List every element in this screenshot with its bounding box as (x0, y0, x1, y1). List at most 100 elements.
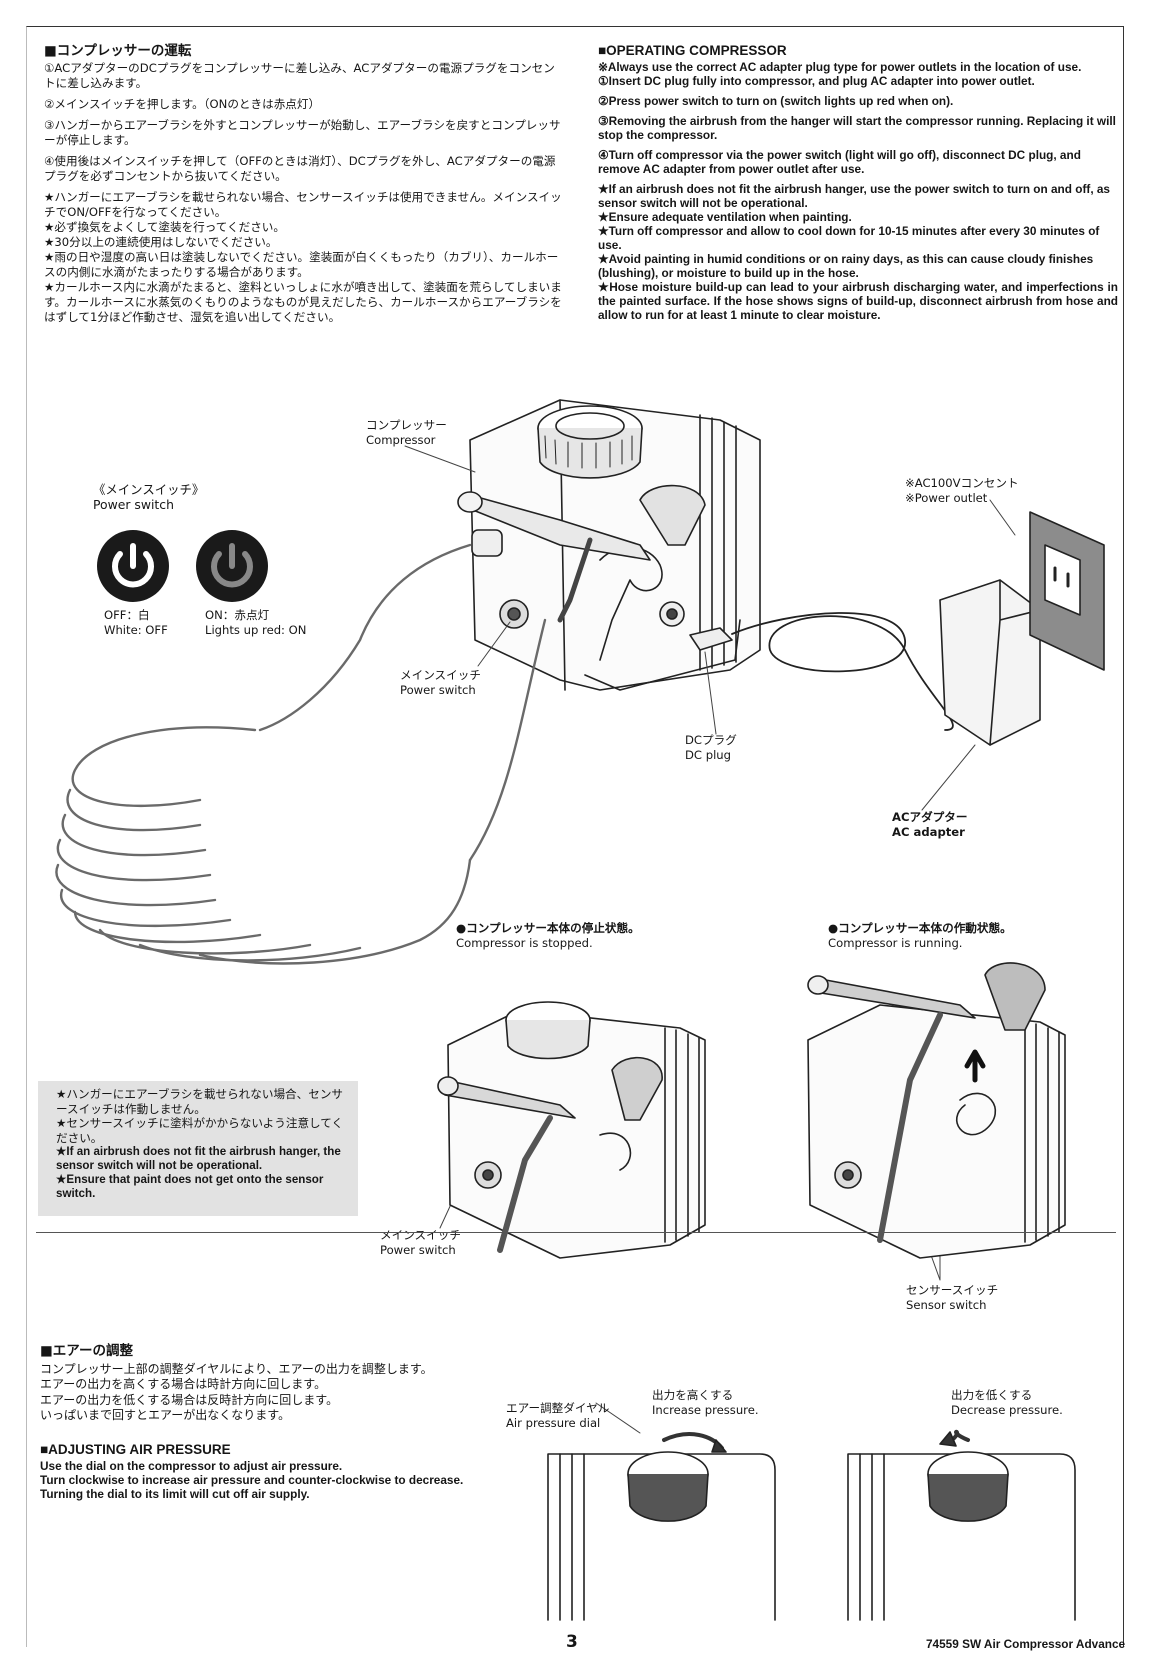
dial-increase-illustration (547, 1432, 776, 1621)
coiled-hose (55, 543, 547, 965)
air-jp-line-2: エアーの出力を高くする場合は時計方向に回します。 (40, 1377, 327, 1391)
running-caption-en: Compressor is running. (828, 936, 963, 950)
power-on-caption-en: Lights up red: ON (205, 623, 307, 637)
en-star-1: ★If an airbrush does not fit the airbrus… (598, 182, 1110, 210)
en-note-0: ※Always use the correct AC adapter plug … (598, 60, 1082, 74)
en-star-notes: ★If an airbrush does not fit the airbrus… (598, 182, 1118, 322)
compressor-label-en: Compressor (366, 433, 436, 447)
ac-adapter-label: ACアダプター AC adapter (892, 810, 967, 840)
en-star-5: ★Hose moisture build-up can lead to your… (598, 280, 1118, 322)
compressor-stopped-illustration (437, 1001, 706, 1259)
jp-star-3: ★30分以上の連続使用はしないでください。 (44, 235, 278, 249)
power-off-caption: OFF：白 White: OFF (104, 608, 168, 638)
air-en-line-2: Turn clockwise to increase air pressure … (40, 1473, 464, 1487)
main-switch-label-jp: メインスイッチ (400, 668, 481, 682)
jp-star-notes: ★ハンガーにエアーブラシを載せられない場合、センサースイッチは使用できません。メ… (44, 190, 566, 325)
stopped-caption-jp: ●コンプレッサー本体の停止状態。 (456, 921, 640, 935)
compressor-label: コンプレッサー Compressor (366, 418, 447, 448)
ac-adapter-label-jp: ACアダプター (892, 810, 968, 824)
power-outlet-label: ※AC100Vコンセント ※Power outlet (905, 476, 1019, 506)
jp-step-2: ②メインスイッチを押します。（ONのときは赤点灯） (44, 97, 321, 111)
power-switch-title-jp: 《メインスイッチ》 (93, 482, 205, 497)
en-step-2: ②Press power switch to turn on (switch l… (598, 94, 954, 108)
product-footer: 74559 SW Air Compressor Advance (926, 1637, 1126, 1651)
sensor-switch-label-en: Sensor switch (906, 1298, 987, 1312)
note-en-2: ★Ensure that paint does not get onto the… (56, 1173, 324, 1200)
ac-adapter-label-en: AC adapter (892, 825, 965, 839)
en-star-3: ★Turn off compressor and allow to cool d… (598, 224, 1100, 252)
air-jp-line-3: エアーの出力を低くする場合は反時計方向に回します。 (40, 1392, 339, 1407)
page-number: 3 (566, 1632, 578, 1652)
power-on-caption-jp: ON：赤点灯 (205, 608, 270, 622)
air-title-en: ■ADJUSTING AIR PRESSURE (40, 1442, 231, 1457)
dc-plug-label: DCプラグ DC plug (685, 733, 737, 763)
note-jp-2: ★センサースイッチに塗料がかからないよう注意してください。 (56, 1116, 344, 1145)
sensor-note-box: ★ハンガーにエアーブラシを載せられない場合、センサースイッチは作動しません。 ★… (38, 1081, 358, 1216)
power-switch-legend-title: 《メインスイッチ》 Power switch (93, 482, 204, 512)
page-frame (26, 26, 1124, 1647)
air-title-jp: ■エアーの調整 (40, 1343, 133, 1359)
stopped-caption: ●コンプレッサー本体の停止状態。 Compressor is stopped. (456, 921, 640, 951)
en-operating-section: ■OPERATING COMPRESSOR ※Always use the co… (598, 43, 1118, 323)
dc-cable (689, 612, 954, 731)
dc-plug-label-jp: DCプラグ (685, 733, 737, 747)
jp-star-1: ★ハンガーにエアーブラシを載せられない場合、センサースイッチは使用できません。メ… (44, 190, 562, 219)
power-off-icon (97, 530, 169, 602)
air-en-line-1: Use the dial on the compressor to adjust… (40, 1459, 343, 1473)
power-on-caption: ON：赤点灯 Lights up red: ON (205, 608, 306, 638)
en-operating-title: ■OPERATING COMPRESSOR (598, 43, 787, 58)
note-en-1: ★If an airbrush does not fit the airbrus… (56, 1145, 341, 1172)
air-jp-line-4: いっぱいまで回すとエアーが出なくなります。 (40, 1408, 291, 1422)
power-on-icon (196, 530, 268, 602)
jp-step-1: ①ACアダプターのDCプラグをコンプレッサーに差し込み、ACアダプターの電源プラ… (44, 61, 555, 90)
en-star-4: ★Avoid painting in humid conditions or o… (598, 252, 1094, 280)
jp-star-4: ★雨の日や湿度の高い日は塗装しないでください。塗装面が白くくもったり（カブリ）、… (44, 250, 559, 279)
increase-pressure-jp: 出力を高くする (652, 1388, 734, 1402)
air-adjust-jp-section: ■エアーの調整 コンプレッサー上部の調整ダイヤルにより、エアーの出力を調整します… (40, 1343, 520, 1424)
air-jp-line-1: コンプレッサー上部の調整ダイヤルにより、エアーの出力を調整します。 (40, 1361, 433, 1376)
power-outlet-label-en: ※Power outlet (905, 491, 988, 505)
wall-outlet-illustration (1029, 511, 1105, 671)
main-switch-label-en: Power switch (400, 683, 476, 697)
note-jp-1: ★ハンガーにエアーブラシを載せられない場合、センサースイッチは作動しません。 (56, 1087, 344, 1116)
power-switch-title-en: Power switch (93, 497, 174, 512)
sensor-switch-label: センサースイッチ Sensor switch (906, 1283, 998, 1313)
dial-decrease-illustration (847, 1429, 1076, 1621)
decrease-pressure-label: 出力を低くする Decrease pressure. (951, 1388, 1063, 1418)
main-switch-label-2: メインスイッチ Power switch (380, 1228, 461, 1258)
en-step-3: ③Removing the airbrush from the hanger w… (598, 114, 1116, 142)
stopped-caption-en: Compressor is stopped. (456, 936, 593, 950)
main-switch-label: メインスイッチ Power switch (400, 668, 481, 698)
jp-operating-title: ■コンプレッサーの運転 (44, 43, 192, 59)
air-adjust-en-section: ■ADJUSTING AIR PRESSURE Use the dial on … (40, 1442, 520, 1502)
air-en-line-3: Turning the dial to its limit will cut o… (40, 1487, 310, 1501)
air-dial-label-jp: エアー調整ダイヤル (506, 1401, 610, 1415)
compressor-illustration (457, 399, 761, 691)
running-caption-jp: ●コンプレッサー本体の作動状態。 (828, 921, 1012, 935)
main-switch-label-2-jp: メインスイッチ (380, 1228, 461, 1242)
power-off-caption-en: White: OFF (104, 623, 168, 637)
section-divider (36, 1232, 1116, 1233)
increase-pressure-en: Increase pressure. (652, 1403, 759, 1417)
en-step-4: ④Turn off compressor via the power switc… (598, 148, 1081, 176)
running-caption: ●コンプレッサー本体の作動状態。 Compressor is running. (828, 921, 1012, 951)
decrease-pressure-en: Decrease pressure. (951, 1403, 1063, 1417)
compressor-label-jp: コンプレッサー (366, 418, 447, 432)
en-step-1: ①Insert DC plug fully into compressor, a… (598, 74, 1035, 88)
en-star-2: ★Ensure adequate ventilation when painti… (598, 210, 852, 224)
jp-operating-section: ■コンプレッサーの運転 ①ACアダプターのDCプラグをコンプレッサーに差し込み、… (44, 44, 566, 325)
jp-step-4: ④使用後はメインスイッチを押して（OFFのときは消灯）、DCプラグを外し、ACア… (44, 154, 556, 183)
compressor-running-illustration (807, 962, 1066, 1259)
main-switch-label-2-en: Power switch (380, 1243, 456, 1257)
dc-plug-label-en: DC plug (685, 748, 731, 762)
increase-pressure-label: 出力を高くする Increase pressure. (652, 1388, 759, 1418)
sensor-switch-label-jp: センサースイッチ (906, 1283, 999, 1297)
jp-step-3: ③ハンガーからエアーブラシを外すとコンプレッサーが始動し、エアーブラシを戻すとコ… (44, 118, 561, 147)
power-outlet-label-jp: ※AC100Vコンセント (905, 476, 1019, 490)
jp-star-2: ★必ず換気をよくして塗装を行ってください。 (44, 220, 285, 234)
power-off-caption-jp: OFF：白 (104, 608, 150, 622)
air-dial-label: エアー調整ダイヤル Air pressure dial (506, 1401, 609, 1431)
decrease-pressure-jp: 出力を低くする (951, 1388, 1033, 1402)
air-dial-label-en: Air pressure dial (506, 1416, 601, 1430)
